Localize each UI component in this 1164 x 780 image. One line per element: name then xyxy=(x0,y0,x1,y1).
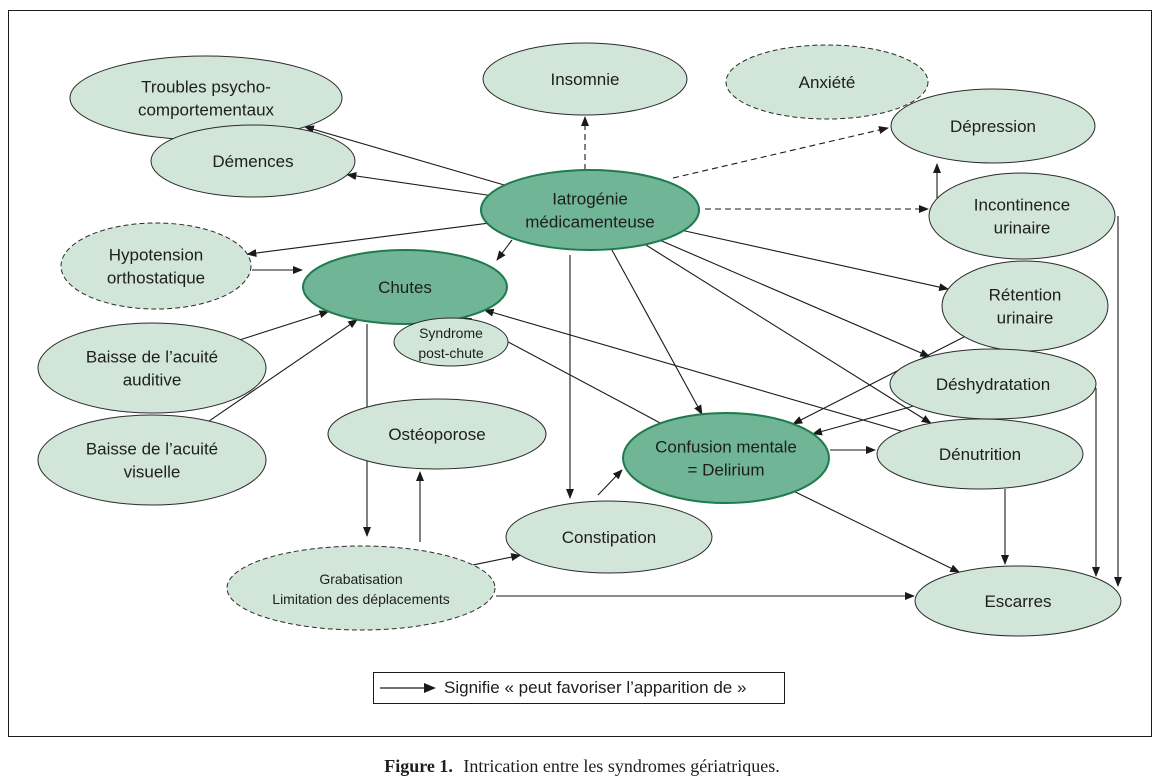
node-label: Baisse de l’acuité xyxy=(86,348,218,367)
node-anxiete: Anxiété xyxy=(725,44,929,120)
node-denutrition: Dénutrition xyxy=(876,418,1084,490)
node-troubles: Troubles psycho-comportementaux xyxy=(69,55,343,141)
edge-iatrogenie-to-troubles xyxy=(303,125,505,186)
node-shape xyxy=(482,42,688,116)
node-incontinence: Incontinence urinaire xyxy=(928,172,1116,260)
node-constipation: Constipation xyxy=(505,500,713,574)
node-shape xyxy=(37,414,267,506)
node-demences: Démences xyxy=(150,124,356,198)
edge-iatrogenie-to-confusion xyxy=(611,248,703,416)
node-label: Chutes xyxy=(378,278,432,297)
node-label: Déshydratation xyxy=(936,375,1050,394)
node-label: Iatrogénie xyxy=(552,190,628,209)
node-escarres: Escarres xyxy=(914,565,1122,637)
node-iatrogenie: Iatrogénie médicamenteuse xyxy=(480,169,700,251)
figure-caption: Figure 1. Intrication entre les syndrome… xyxy=(0,756,1164,777)
node-label: auditive xyxy=(123,371,182,390)
node-shape xyxy=(505,500,713,574)
edge-constipation-to-confusion xyxy=(597,469,623,496)
node-label: Syndrome xyxy=(419,325,483,341)
edge-iatrogenie-to-retention xyxy=(683,230,950,292)
node-chutes: Chutes xyxy=(302,249,508,325)
edge-iatrogenie-to-chutes xyxy=(496,239,513,261)
node-label: = Delirium xyxy=(688,461,765,480)
node-shape xyxy=(914,565,1122,637)
legend-text: Signifie « peut favoriser l’apparition d… xyxy=(444,678,747,697)
node-shape xyxy=(302,249,508,325)
figure-frame xyxy=(8,10,1152,737)
node-label: urinaire xyxy=(994,219,1051,238)
node-label: Insomnie xyxy=(551,70,620,89)
node-label: Rétention xyxy=(989,286,1062,305)
node-label: Confusion mentale xyxy=(655,438,797,457)
caption-label: Figure 1. xyxy=(384,756,453,776)
node-label: Limitation des déplacements xyxy=(272,591,449,607)
edge-iatrogenie-to-deshydratation xyxy=(660,239,931,358)
node-deshydratation: Déshydratation xyxy=(889,348,1097,420)
node-shape xyxy=(876,418,1084,490)
node-label: post-chute xyxy=(418,345,484,361)
node-label: Démences xyxy=(212,152,293,171)
node-confusion: Confusion mentale = Delirium xyxy=(622,412,830,504)
edge-visuelle-to-chutes xyxy=(208,319,359,422)
node-label: médicamenteuse xyxy=(525,213,654,232)
node-shape xyxy=(37,322,267,414)
node-label: comportementaux xyxy=(138,101,275,120)
legend: Signifie « peut favoriser l’apparition d… xyxy=(373,672,785,704)
edge-iatrogenie-to-hypotension xyxy=(246,222,488,258)
node-depression: Dépression xyxy=(890,88,1096,164)
edge-denutrition-to-chutes xyxy=(483,308,902,432)
edge-iatrogenie-to-demences xyxy=(346,172,489,196)
node-label: Anxiété xyxy=(799,73,856,92)
node-hypotension: Hypotension orthostatique xyxy=(60,222,252,310)
node-shape xyxy=(150,124,356,198)
node-label: Grabatisation xyxy=(319,571,402,587)
node-shape xyxy=(941,260,1109,352)
node-label: Constipation xyxy=(562,528,657,547)
node-label: Baisse de l’acuité xyxy=(86,440,218,459)
edge-auditive-to-chutes xyxy=(240,310,330,341)
edge-retention-to-confusion xyxy=(792,336,965,425)
node-label: Ostéoporose xyxy=(388,425,485,444)
caption-text: Intrication entre les syndromes gériatri… xyxy=(463,756,780,776)
edge-iatrogenie-to-denutrition xyxy=(644,244,932,424)
node-label: orthostatique xyxy=(107,269,205,288)
node-osteoporose: Ostéoporose xyxy=(327,398,547,470)
node-syndrome_post_chute: Syndrome post-chute xyxy=(393,317,509,367)
node-label: Dépression xyxy=(950,117,1036,136)
node-shape xyxy=(890,88,1096,164)
node-shape xyxy=(725,44,929,120)
node-shape xyxy=(327,398,547,470)
node-shape xyxy=(928,172,1116,260)
node-insomnie: Insomnie xyxy=(482,42,688,116)
node-label: Troubles psycho- xyxy=(141,78,271,97)
node-auditive: Baisse de l’acuité auditive xyxy=(37,322,267,414)
legend-arrow-icon xyxy=(380,683,436,693)
node-shape xyxy=(480,169,700,251)
node-label: Hypotension xyxy=(109,246,204,265)
node-shape xyxy=(393,317,509,367)
node-label: Incontinence xyxy=(974,196,1070,215)
node-shape xyxy=(69,55,343,141)
node-shape xyxy=(622,412,830,504)
node-label: Dénutrition xyxy=(939,445,1021,464)
node-label: urinaire xyxy=(997,309,1054,328)
edge-confusion-to-escarres xyxy=(794,491,961,573)
node-shape xyxy=(60,222,252,310)
node-shape xyxy=(226,545,496,631)
node-label: visuelle xyxy=(124,463,181,482)
node-visuelle: Baisse de l’acuité visuelle xyxy=(37,414,267,506)
edge-iatrogenie-to-depression xyxy=(672,126,889,179)
node-label: Escarres xyxy=(984,592,1051,611)
edge-grabatisation-to-constipation xyxy=(472,553,522,566)
node-retention: Rétention urinaire xyxy=(941,260,1109,352)
